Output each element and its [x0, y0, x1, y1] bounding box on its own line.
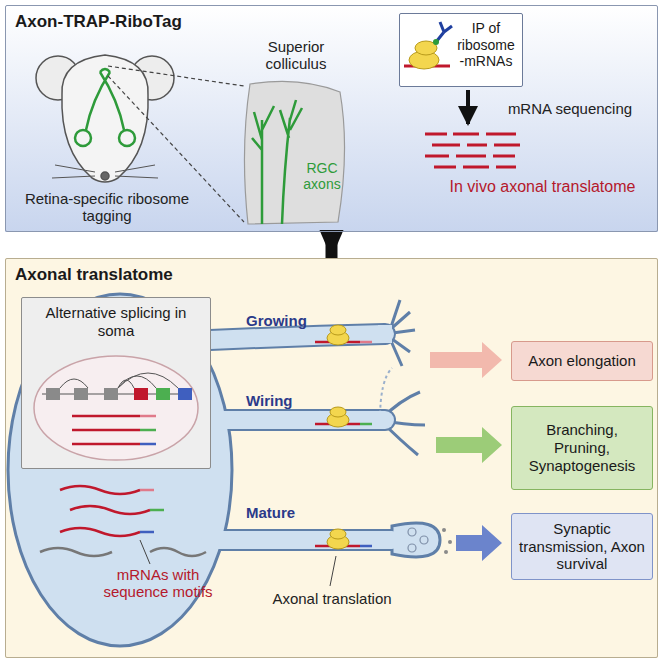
- node-text: IP of ribosome -mRNAs: [454, 20, 518, 70]
- panel-ground: [5, 258, 658, 658]
- neuron: [8, 294, 452, 646]
- annotation-label: Axonal translation: [272, 590, 392, 607]
- ribosome-ip-drawing: [400, 14, 456, 86]
- annotation-label: mRNA sequencing: [490, 100, 650, 117]
- node-text: Synaptic transmission, Axon survival: [518, 520, 646, 573]
- outcome-box: Synaptic transmission, Axon survival: [511, 513, 653, 580]
- node-text: Branching, Pruning, Synaptogenesis: [518, 421, 646, 474]
- outcome-box: Branching, Pruning, Synaptogenesis: [511, 406, 653, 490]
- rgc-axons: [252, 100, 302, 224]
- annotation-label: Superior colliculus: [236, 38, 356, 73]
- annotation-label: Retina-specific ribosome tagging: [14, 190, 200, 225]
- optic-pathway: [75, 69, 135, 146]
- ip-box: IP of ribosome -mRNAs: [399, 13, 523, 87]
- node-text: Axon elongation: [518, 352, 646, 370]
- annotation-label: mRNAs with sequence motifs: [96, 566, 220, 601]
- mouse-drawing: [36, 55, 174, 182]
- leader-line: [140, 540, 150, 564]
- flow-arrow: [326, 232, 338, 258]
- node-text: Axon-TRAP-RiboTag: [15, 12, 648, 32]
- axon-ribosome: [315, 325, 372, 549]
- sequence-reads: [425, 134, 520, 167]
- annotation-label: RGC axons: [300, 160, 344, 192]
- soma-box: Alternative splicing in soma: [21, 297, 211, 469]
- soma-mrnas: [40, 486, 206, 556]
- stage-label: Mature: [246, 504, 326, 521]
- stage-label: Wiring: [246, 392, 326, 409]
- outcome-arrows: [430, 342, 502, 561]
- stage-label: Growing: [246, 312, 326, 329]
- node-text: Alternative splicing in soma: [28, 304, 204, 339]
- outcome-box: Axon elongation: [511, 341, 653, 381]
- node-text: Axonal translatome: [15, 265, 648, 285]
- panel-ground: [5, 5, 658, 232]
- process-arrow: [466, 90, 470, 124]
- superior-colliculus: [244, 81, 344, 224]
- annotation-label: In vivo axonal translatome: [440, 178, 645, 196]
- leader-line: [330, 556, 336, 586]
